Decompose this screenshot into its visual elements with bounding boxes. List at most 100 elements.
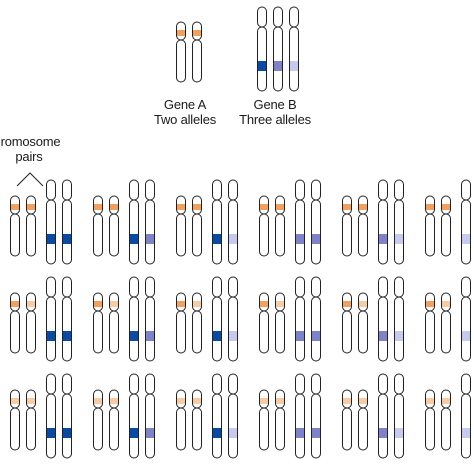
gene-a-chromosome: [10, 195, 20, 257]
genotype-set: [10, 179, 72, 265]
allele-band: [290, 61, 298, 71]
genotype-set: [342, 276, 404, 362]
allele-band: [379, 331, 387, 341]
chromosome-upper-arm: [311, 373, 321, 395]
gene-b-chromosome: [212, 179, 222, 265]
chromosome-lower-arm: [192, 310, 202, 354]
allele-band: [177, 398, 185, 404]
chromosome-lower-arm: [311, 296, 321, 362]
gene-b-chromosome: [145, 179, 155, 265]
chromosome-lower-arm: [295, 393, 305, 459]
chromosome-lower-arm: [46, 296, 56, 362]
gene-a-chromosome: [176, 389, 186, 451]
gene-b-chromosome: [394, 276, 404, 362]
allele-band: [213, 428, 221, 438]
chromosome-lower-arm: [342, 213, 352, 257]
gene-a-chromosome: [192, 292, 202, 354]
allele-band: [146, 428, 154, 438]
gene-a-chromosome: [441, 292, 451, 354]
chromosome-lower-arm: [295, 296, 305, 362]
chromosome-lower-arm: [257, 26, 267, 92]
allele-band: [343, 204, 351, 210]
chromosome-upper-arm: [129, 179, 139, 201]
chromosome-lower-arm: [358, 213, 368, 257]
chromosome-upper-arm: [257, 6, 267, 28]
allele-band: [296, 428, 304, 438]
chromosome-lower-arm: [461, 296, 471, 362]
chromosome-lower-arm: [394, 296, 404, 362]
gene-b-chromosome: [394, 373, 404, 459]
gene-a-chromosome: [10, 389, 20, 451]
allele-band: [229, 234, 237, 244]
gene-a-chromosome: [192, 389, 202, 451]
chromosome-lower-arm: [109, 213, 119, 257]
chromosome-upper-arm: [228, 373, 238, 395]
chromosome-upper-arm: [129, 373, 139, 395]
gene-b-chromosome: [145, 276, 155, 362]
gene-a-chromosome: [93, 389, 103, 451]
chromosome-upper-arm: [212, 179, 222, 201]
chromosome-lower-arm: [26, 407, 36, 451]
chromosome-upper-arm: [228, 276, 238, 298]
chromosome-lower-arm: [145, 199, 155, 265]
chromosome-lower-arm: [259, 213, 269, 257]
allele-band: [395, 428, 403, 438]
gene-a-chromosome: [93, 195, 103, 257]
gene-b-chromosome: [129, 276, 139, 362]
gene-b-chromosome: [228, 276, 238, 362]
allele-band: [110, 301, 118, 307]
chromosome-lower-arm: [145, 393, 155, 459]
chromosome-lower-arm: [192, 407, 202, 451]
gene-b-chromosome: [378, 373, 388, 459]
gene-a-chromosome: [275, 389, 285, 451]
chromosome-pairs-bracket: [16, 172, 44, 187]
allele-band: [63, 331, 71, 341]
gene-b-chromosome: [394, 179, 404, 265]
allele-band: [177, 204, 185, 210]
genotype-set: [176, 373, 238, 459]
gene-b-chromosome: [461, 373, 471, 459]
chromosome-lower-arm: [10, 310, 20, 354]
allele-band: [193, 30, 201, 36]
allele-band: [258, 61, 266, 71]
gene-a-chromosome: [192, 195, 202, 257]
chromosome-lower-arm: [259, 407, 269, 451]
gene-a-chromosome: [425, 292, 435, 354]
chromosome-lower-arm: [129, 199, 139, 265]
legend-gene-b-chromosome-1: [257, 6, 267, 92]
allele-band: [130, 428, 138, 438]
genotype-set: [259, 276, 321, 362]
chromosome-upper-arm: [295, 276, 305, 298]
gene-b-chromosome: [212, 276, 222, 362]
chromosome-lower-arm: [10, 213, 20, 257]
gene-a-chromosome: [275, 292, 285, 354]
gene-a-chromosome: [358, 195, 368, 257]
chromosome-lower-arm: [62, 199, 72, 265]
genotype-set: [425, 179, 471, 265]
chromosome-lower-arm: [228, 393, 238, 459]
chromosome-pairs-label-line2: pairs: [15, 149, 43, 164]
chromosome-upper-arm: [289, 6, 299, 28]
chromosome-lower-arm: [311, 199, 321, 265]
allele-band: [130, 331, 138, 341]
chromosome-lower-arm: [176, 213, 186, 257]
genotype-set: [425, 373, 471, 459]
allele-band: [462, 428, 470, 438]
genotype-set: [176, 179, 238, 265]
allele-band: [213, 331, 221, 341]
gene-b-chromosome: [46, 373, 56, 459]
gene-b-chromosome: [295, 179, 305, 265]
chromosome-lower-arm: [342, 407, 352, 451]
chromosome-lower-arm: [228, 296, 238, 362]
chromosome-lower-arm: [46, 393, 56, 459]
allele-band: [63, 234, 71, 244]
chromosome-lower-arm: [212, 393, 222, 459]
gene-a-chromosome: [441, 195, 451, 257]
chromosome-lower-arm: [378, 296, 388, 362]
chromosome-lower-arm: [425, 407, 435, 451]
allele-band: [94, 301, 102, 307]
chromosome-lower-arm: [93, 213, 103, 257]
chromosome-lower-arm: [378, 393, 388, 459]
allele-band: [27, 204, 35, 210]
allele-band: [130, 234, 138, 244]
